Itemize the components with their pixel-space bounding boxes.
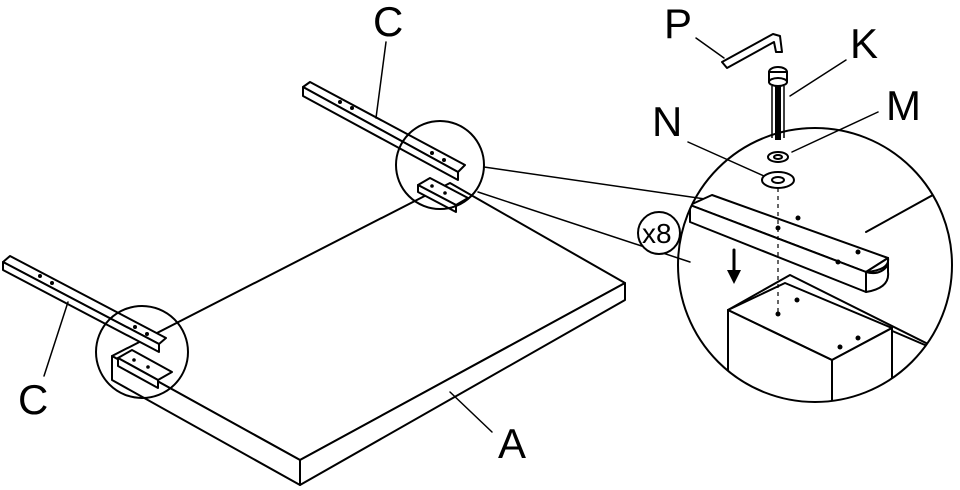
label-n: N	[652, 98, 682, 145]
quantity-badge	[637, 211, 681, 255]
washer-m	[767, 151, 789, 163]
rail-c-left	[2, 255, 167, 353]
label-quantity: x8	[642, 218, 672, 249]
detail-circle-top	[395, 120, 485, 210]
rail-c-top	[302, 81, 466, 181]
detail-view	[677, 127, 953, 403]
board-a	[111, 182, 626, 486]
label-k: K	[850, 20, 878, 67]
corner-block-top	[417, 177, 469, 213]
label-c-left: C	[18, 376, 48, 423]
bolt-k	[768, 66, 788, 140]
detail-circle-left	[95, 305, 189, 399]
corner-block-left	[117, 349, 173, 389]
label-a: A	[498, 420, 526, 467]
washer-n	[761, 171, 795, 189]
label-p: P	[664, 0, 692, 47]
label-c-top: C	[373, 0, 403, 45]
hex-key-p	[721, 33, 783, 69]
label-m: M	[886, 82, 921, 129]
